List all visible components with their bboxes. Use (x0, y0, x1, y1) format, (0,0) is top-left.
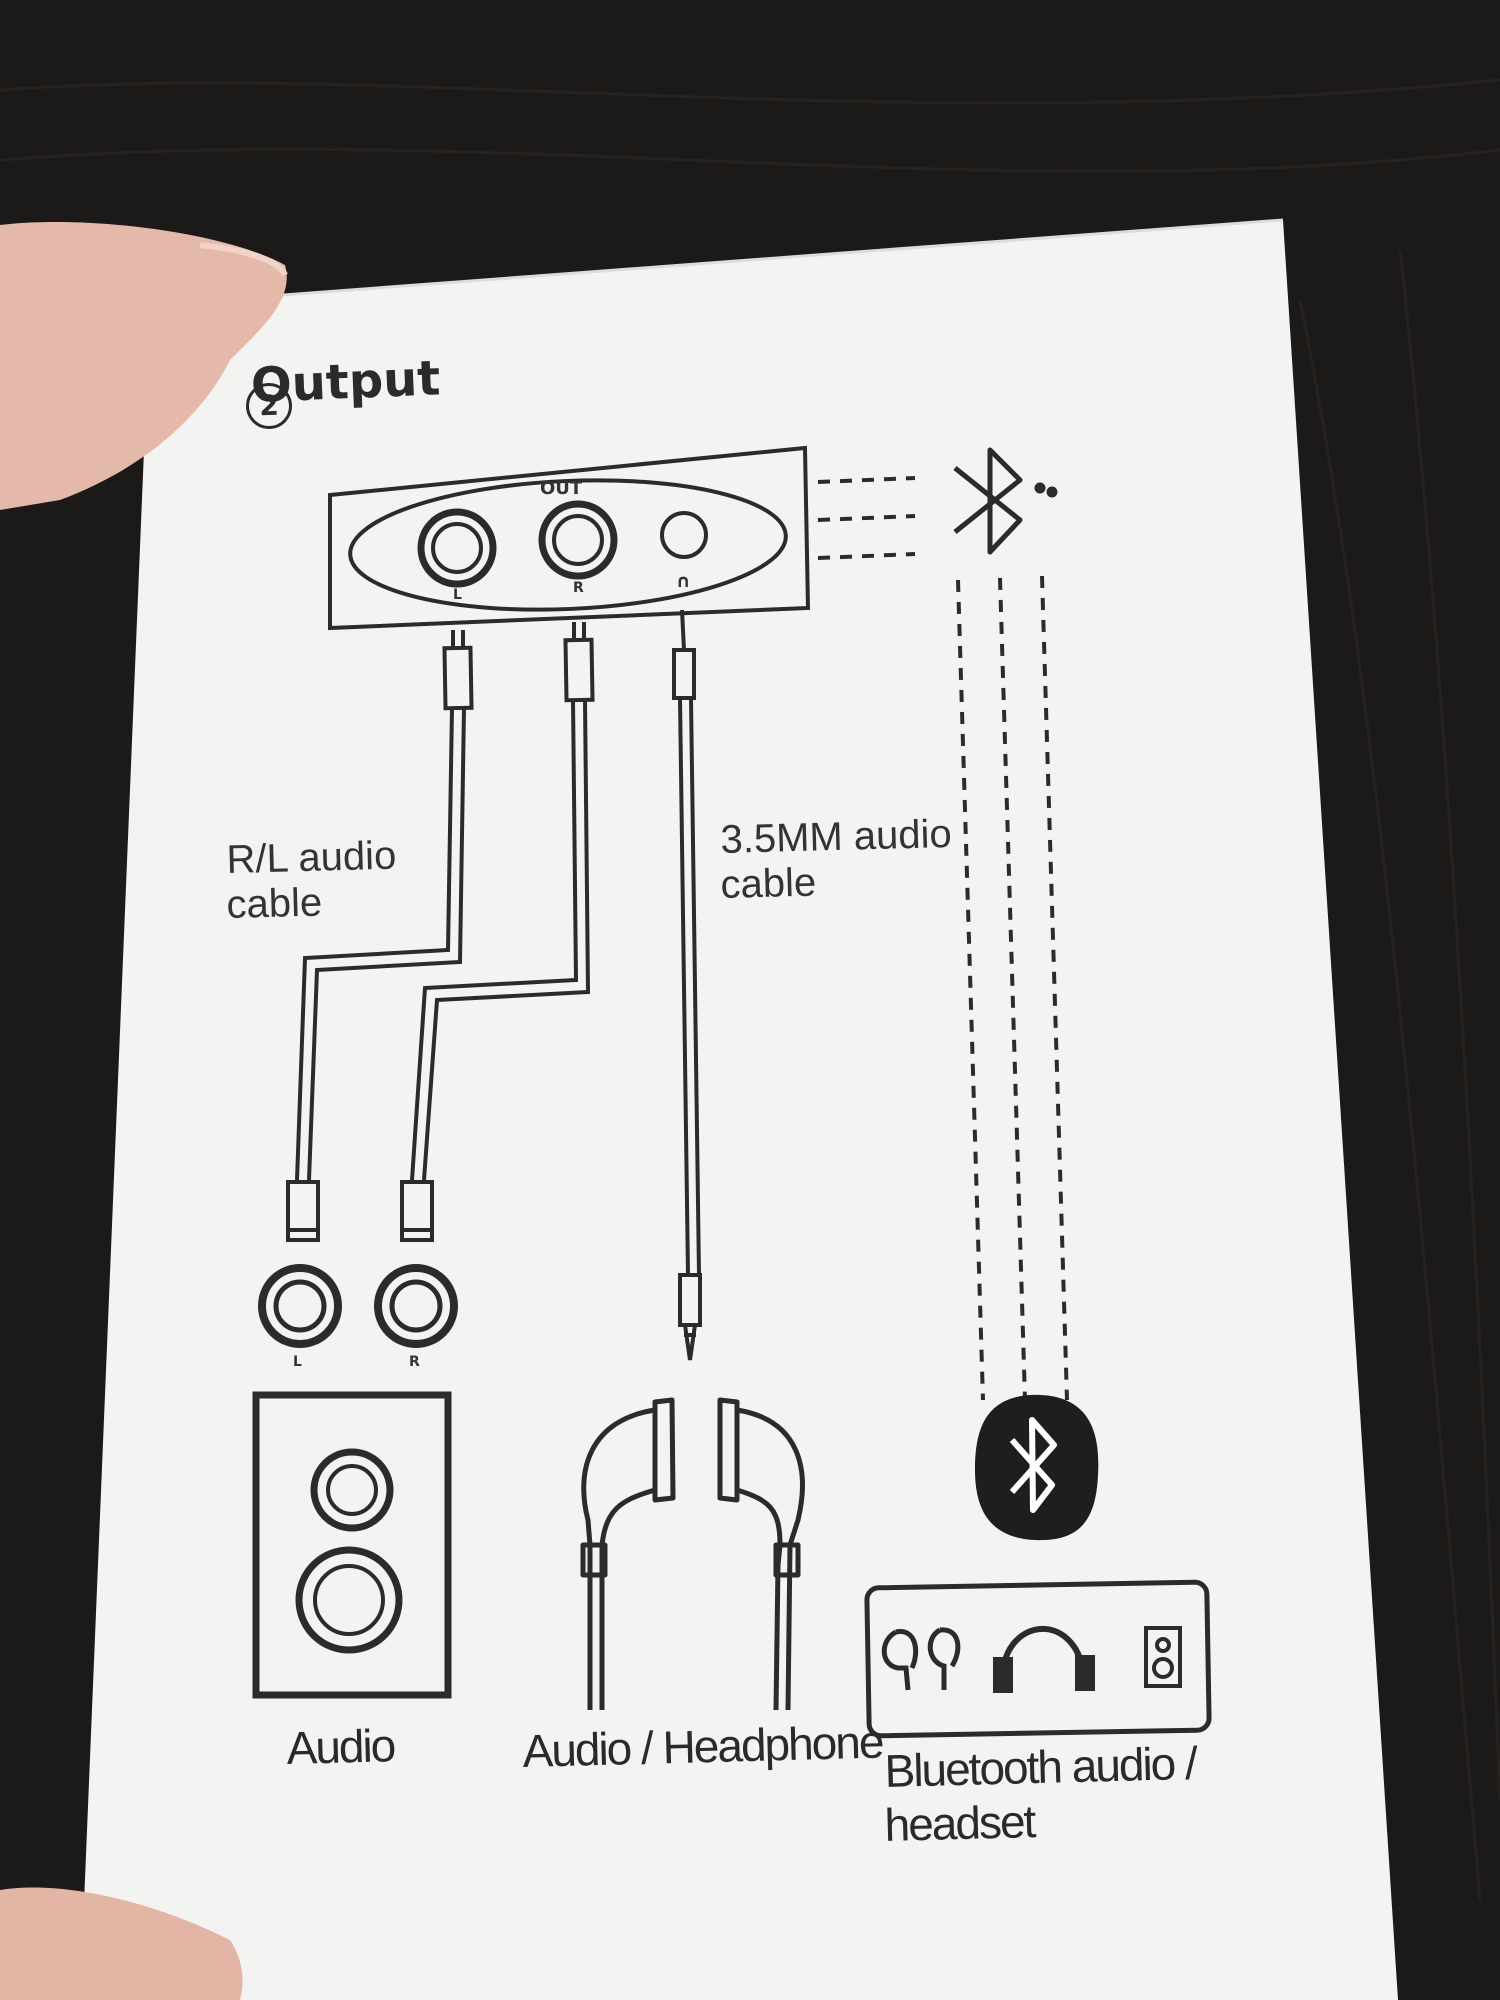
mm-cable-label-line1: 3.5MM audio (720, 814, 952, 860)
jack-right-label: R (573, 581, 584, 595)
bluetooth-badge-icon (975, 1395, 1098, 1540)
caption-audio: Audio (286, 1722, 395, 1771)
rl-cable-label-line2: cable (226, 882, 323, 924)
plug-left-label: L (293, 1355, 302, 1369)
plug-right-label: R (409, 1355, 420, 1369)
jack-left-label: L (453, 588, 462, 602)
caption-bluetooth-line1: Bluetooth audio / (884, 1740, 1196, 1794)
caption-bluetooth-line2: headset (884, 1798, 1035, 1848)
rl-cable-label-line1: R/L audio (226, 836, 397, 880)
mm-cable-label-line2: cable (720, 862, 817, 904)
out-label: OUT (540, 480, 582, 498)
section-title: Output (250, 354, 441, 410)
headphone-jack-symbol: ∩ (676, 573, 691, 591)
caption-headphone: Audio / Headphone (522, 1719, 883, 1774)
